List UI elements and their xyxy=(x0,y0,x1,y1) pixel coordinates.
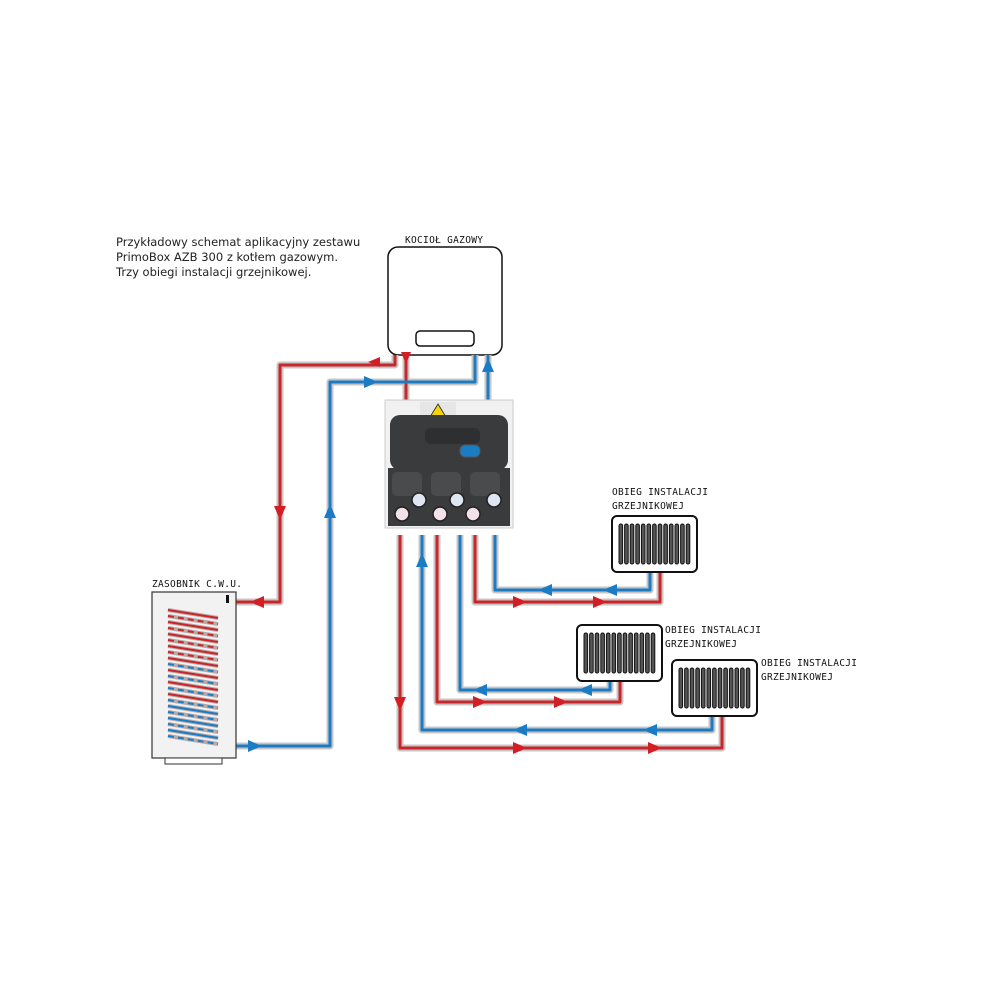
radiator-fin xyxy=(605,632,611,674)
radiator-fin xyxy=(745,667,751,709)
radiator-2 xyxy=(576,624,663,682)
arrow-up-icon xyxy=(416,553,428,567)
radiator-fin xyxy=(723,667,728,709)
arrow-right-icon xyxy=(473,696,487,708)
radiator-fin xyxy=(640,523,646,565)
radiator-fin xyxy=(695,667,700,709)
radiator-fin xyxy=(611,632,617,674)
arrow-left-icon xyxy=(513,724,527,736)
arrow-right-icon xyxy=(248,740,262,752)
radiator-fin xyxy=(685,523,691,565)
radiator-fin xyxy=(680,523,685,565)
return-pipes xyxy=(215,355,714,748)
radiator-fin xyxy=(633,632,639,674)
arrow-left-icon xyxy=(473,684,487,696)
arrow-right-icon xyxy=(513,742,527,754)
circuit-1-label-line-2: GRZEJNIKOWEJ xyxy=(612,501,684,512)
radiator-fin xyxy=(657,523,663,565)
arrow-right-icon xyxy=(364,376,378,388)
radiator-fin xyxy=(663,523,668,565)
arrow-left-icon xyxy=(250,596,264,608)
radiator-fin xyxy=(668,523,674,565)
tank-coil xyxy=(167,608,219,746)
radiator-fin xyxy=(629,523,635,565)
arrow-left-icon xyxy=(603,584,617,596)
radiator-fin xyxy=(734,667,740,709)
flow-arrows xyxy=(248,352,662,754)
radiator-fin xyxy=(678,667,684,709)
arrow-left-icon xyxy=(538,584,552,596)
caption-line-1: Przykładowy schemat aplikacyjny zestawu xyxy=(116,235,360,249)
radiator-fin xyxy=(650,632,656,674)
arrow-down-icon xyxy=(274,506,286,520)
circuit-2-label-line-1: OBIEG INSTALACJI xyxy=(665,625,761,636)
primobox-module xyxy=(384,399,514,529)
gauges xyxy=(394,492,502,522)
caption-line-2: PrimoBox AZB 300 z kotłem gazowym. xyxy=(116,250,338,264)
radiator-fin xyxy=(645,632,650,674)
radiator-fin xyxy=(589,632,594,674)
arrow-down-icon xyxy=(394,697,406,711)
arrow-left-icon xyxy=(643,724,657,736)
radiator-fin xyxy=(639,632,645,674)
pumps xyxy=(392,472,500,496)
hot-water-tank xyxy=(151,591,237,765)
arrow-right-icon xyxy=(648,742,662,754)
radiator-fin xyxy=(689,667,695,709)
radiator-3 xyxy=(671,659,758,717)
arrow-left-icon xyxy=(578,684,592,696)
radiator-fin xyxy=(706,667,712,709)
radiator-fin xyxy=(583,632,589,674)
radiator-fin xyxy=(600,632,605,674)
radiator-fin xyxy=(700,667,706,709)
radiator-fin xyxy=(622,632,628,674)
arrow-up-icon xyxy=(324,504,336,518)
radiator-fin xyxy=(717,667,723,709)
radiator-fin xyxy=(646,523,652,565)
arrow-right-icon xyxy=(593,596,607,608)
arrow-up-icon xyxy=(482,358,494,372)
boiler-label: KOCIOŁ GAZOWY xyxy=(405,235,483,246)
radiator-fin xyxy=(624,523,629,565)
caption-line-3: Trzy obiegi instalacji grzejnikowej. xyxy=(115,265,311,279)
radiator-fin xyxy=(684,667,689,709)
radiator-fin xyxy=(618,523,624,565)
radiator-1 xyxy=(611,515,698,573)
gas-boiler xyxy=(387,246,503,356)
arrow-down-icon xyxy=(401,352,411,364)
radiator-fin xyxy=(617,632,622,674)
circuit-1-label-line-1: OBIEG INSTALACJI xyxy=(612,487,708,498)
radiator-fin xyxy=(652,523,657,565)
arrow-left-icon xyxy=(368,357,380,367)
radiator-fin xyxy=(712,667,717,709)
tank-label: ZASOBNIK C.W.U. xyxy=(152,579,242,590)
circuit-2-label-line-2: GRZEJNIKOWEJ xyxy=(665,639,737,650)
arrow-right-icon xyxy=(554,696,568,708)
radiator-fin xyxy=(628,632,633,674)
circuit-3-label-line-1: OBIEG INSTALACJI xyxy=(761,658,857,669)
arrow-right-icon xyxy=(513,596,527,608)
radiator-fin xyxy=(728,667,734,709)
radiator-fin xyxy=(740,667,745,709)
radiator-fin xyxy=(635,523,640,565)
radiator-fin xyxy=(674,523,680,565)
circuit-3-label-line-2: GRZEJNIKOWEJ xyxy=(761,672,833,683)
radiator-fin xyxy=(594,632,600,674)
